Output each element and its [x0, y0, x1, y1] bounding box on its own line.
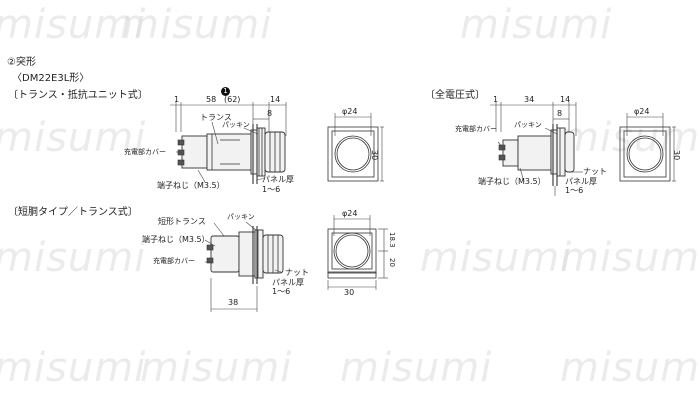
transformer-type-heading: 〔トランス・抵抗ユニット式〕 [8, 90, 148, 101]
label-cover: 充電部カバー [124, 148, 166, 156]
dim-1: 1 [174, 95, 180, 104]
label-transformer: トランス [200, 113, 232, 122]
label-panel: パネル厚 [565, 177, 597, 186]
dim-1: 1 [493, 95, 499, 104]
full-voltage-heading: 〔全電圧式〕 [425, 90, 485, 101]
short-body-front-view [327, 215, 388, 290]
front-width-dim: φ24 [342, 107, 358, 116]
short-body-side-view [204, 221, 284, 312]
label-terminal-screw: 端子ねじ（M3.5） [142, 235, 210, 244]
dim-14: 14 [270, 95, 281, 104]
label-packing: パッキン [222, 121, 250, 129]
full-voltage-side-view [490, 102, 583, 196]
dim-8: 8 [557, 109, 563, 118]
model-name: 〈DM22E3L形〉 [12, 73, 90, 84]
full-voltage-front-view [619, 113, 676, 182]
label-nut: ナット [285, 268, 309, 277]
label-panel-range: 1～6 [565, 186, 584, 195]
front-width-dim: φ24 [342, 209, 358, 218]
label-packing: パッキン [514, 121, 542, 129]
dim-14: 14 [560, 95, 571, 104]
label-panel: パネル厚 [262, 175, 294, 184]
transformer-side-view [170, 102, 287, 184]
front-bottom-width-dim: 30 [344, 288, 355, 297]
transformer-front-view [327, 113, 384, 182]
label-packing: パッキン [227, 213, 255, 221]
front-width-dim: φ24 [634, 107, 650, 116]
front-height-dim: 30 [370, 150, 379, 161]
label-panel: パネル厚 [272, 278, 304, 287]
label-short-transformer: 短形トランス [158, 217, 206, 226]
dim-58: 58 [206, 95, 217, 104]
front-height-top-dim: 18.3 [388, 232, 396, 248]
label-cover: 充電部カバー [455, 125, 497, 133]
label-cover: 充電部カバー [153, 257, 195, 265]
label-panel-range: 1～6 [262, 185, 281, 194]
label-nut: ナット [583, 167, 607, 176]
dim-8: 8 [267, 109, 273, 118]
short-body-heading: 〔短胴タイプ／トランス式〕 [8, 207, 138, 218]
label-panel-range: 1～6 [272, 287, 291, 296]
label-terminal-screw: 端子ねじ（M3.5） [157, 181, 225, 190]
note-marker: 1 [221, 87, 230, 96]
dim-38: 38 [228, 298, 239, 307]
section-title: ②突形 [7, 57, 36, 68]
front-height-dim: 30 [672, 150, 681, 161]
dim-34: 34 [524, 95, 535, 104]
front-height-bottom-dim: 20 [388, 258, 396, 267]
dim-62: (62) [224, 95, 241, 104]
label-terminal-screw: 端子ねじ（M3.5） [478, 177, 546, 186]
